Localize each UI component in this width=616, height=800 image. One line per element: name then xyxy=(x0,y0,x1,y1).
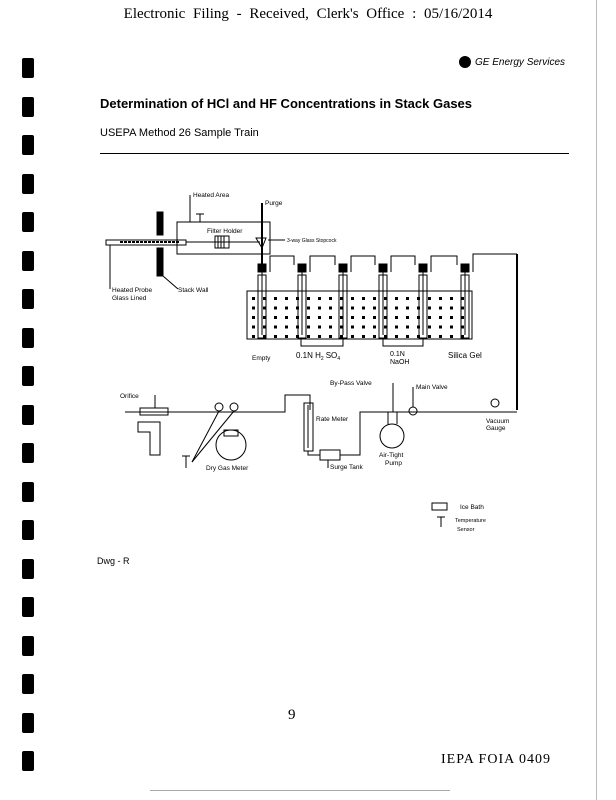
filing-stamp: Electronic Filing - Received, Clerk's Of… xyxy=(123,6,493,22)
impinger xyxy=(338,255,376,339)
label-heated-area: Heated Area xyxy=(193,192,230,199)
document-subtitle: USEPA Method 26 Sample Train xyxy=(100,127,259,139)
impinger xyxy=(460,253,488,339)
binder-hole xyxy=(22,712,34,733)
legend-temp-2: Sensor xyxy=(457,527,475,533)
ge-logo-icon xyxy=(459,56,471,68)
impinger xyxy=(257,255,295,339)
label-empty: Empty xyxy=(252,355,271,362)
binder-hole xyxy=(22,520,34,540)
binder-hole xyxy=(22,366,34,386)
impingers xyxy=(257,253,488,339)
label-vacuum-1: Vacuum xyxy=(486,418,509,425)
label-rate-meter: Rate Meter xyxy=(316,416,349,423)
binder-hole xyxy=(22,674,34,694)
binder-hole xyxy=(22,635,34,656)
label-main-valve: Main Valve xyxy=(416,384,448,391)
label-stopcock: 3-way Glass Stopcock xyxy=(287,238,337,244)
legend: Ice Bath Temperature Sensor xyxy=(431,502,486,533)
label-naoh-2: NaOH xyxy=(390,359,409,366)
legend-ice-bath: Ice Bath xyxy=(460,504,484,511)
ice-bath-swatch xyxy=(431,502,448,511)
label-vacuum-2: Gauge xyxy=(486,425,506,432)
binder-hole xyxy=(22,289,34,309)
metering-system: Orifice Dry Gas Meter Rate Meter Surge T… xyxy=(120,380,517,472)
label-surge-tank: Surge Tank xyxy=(330,464,364,471)
brand: GE Energy Services xyxy=(459,56,565,68)
ice-bath xyxy=(246,290,473,340)
binder-hole xyxy=(22,58,34,78)
label-orifice: Orifice xyxy=(120,393,139,400)
binder-hole xyxy=(22,751,34,771)
binder-hole xyxy=(22,173,34,194)
label-pump-1: Air-Tight xyxy=(379,452,404,459)
label-probe-2: Glass Lined xyxy=(112,295,147,302)
legend-temp-1: Temperature xyxy=(455,518,486,524)
impinger xyxy=(378,255,416,339)
label-dry-gas-meter: Dry Gas Meter xyxy=(206,465,249,472)
impinger xyxy=(297,255,336,339)
filter-holder: Filter Holder xyxy=(207,228,243,249)
label-stack-wall: Stack Wall xyxy=(178,287,209,294)
binder-hole xyxy=(22,558,34,579)
binder-hole xyxy=(22,443,34,463)
label-naoh-1: 0.1N xyxy=(390,351,405,358)
binder-hole xyxy=(22,597,34,617)
divider xyxy=(100,153,569,154)
impinger xyxy=(418,255,458,339)
stopcock: Purge 3-way Glass Stopcock xyxy=(255,200,337,265)
heated-area: Heated Area xyxy=(176,192,271,255)
binder-hole xyxy=(22,250,34,271)
binder-hole xyxy=(22,404,34,425)
label-bypass-valve: By-Pass Valve xyxy=(330,380,372,387)
heated-probe: Heated Probe Glass Lined xyxy=(105,239,260,302)
label-pump-2: Pump xyxy=(385,460,402,467)
label-probe-1: Heated Probe xyxy=(112,287,152,294)
brand-name: GE Energy Services xyxy=(475,56,566,68)
stack-wall: Stack Wall xyxy=(156,211,209,294)
binder-hole xyxy=(22,327,34,348)
binder-hole xyxy=(22,135,34,155)
page-number: 9 xyxy=(288,707,296,723)
drawing-number: Dwg - R xyxy=(97,556,130,566)
document-title: Determination of HCl and HF Concentratio… xyxy=(100,96,473,111)
footer-id: IEPA FOIA 0409 xyxy=(441,752,551,767)
label-filter-holder: Filter Holder xyxy=(207,228,243,235)
binder-hole xyxy=(22,96,34,117)
divider xyxy=(150,790,450,791)
binder-hole xyxy=(22,212,34,232)
page-edge xyxy=(596,0,597,800)
label-silica-gel: Silica Gel xyxy=(448,351,482,360)
label-purge: Purge xyxy=(265,200,283,207)
binder-hole xyxy=(22,481,34,502)
